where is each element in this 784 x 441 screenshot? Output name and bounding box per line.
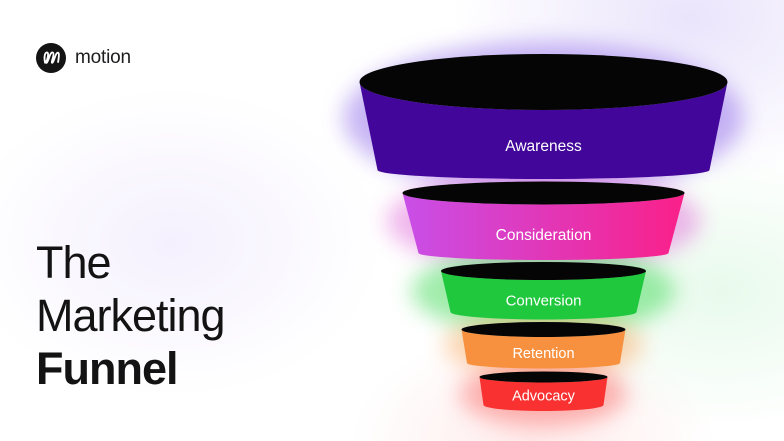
awareness-band: [359, 82, 728, 179]
conversion-label: Conversion: [506, 293, 582, 310]
funnel-stage-consideration: Consideration: [402, 181, 685, 261]
funnel-stage-conversion: Conversion: [441, 262, 646, 320]
advocacy-band: [479, 377, 608, 411]
retention-band: [461, 329, 626, 369]
funnel-stage-retention: Retention: [461, 322, 626, 369]
title-line-3: Funnel: [36, 343, 178, 394]
advocacy-opening: [479, 371, 608, 383]
brand-logo: motion: [36, 43, 131, 73]
page-title: The Marketing Funnel: [36, 236, 226, 395]
funnel-stage-awareness: Awareness: [359, 54, 728, 179]
funnel-stage-advocacy: Advocacy: [479, 371, 608, 411]
awareness-opening: [359, 54, 728, 110]
motion-logo-icon: [36, 43, 66, 73]
awareness-label: Awareness: [505, 138, 582, 155]
consideration-label: Consideration: [496, 227, 592, 244]
consideration-band: [402, 193, 685, 261]
retention-opening: [461, 322, 626, 337]
conversion-opening: [441, 262, 646, 280]
motion-m-glyph: [43, 51, 60, 64]
brand-wordmark: motion: [75, 47, 131, 68]
title-line-1: The: [36, 237, 112, 288]
advocacy-label: Advocacy: [512, 389, 576, 405]
conversion-band: [441, 271, 646, 320]
retention-label: Retention: [512, 346, 574, 362]
title-line-2: Marketing: [36, 290, 226, 341]
consideration-opening: [402, 181, 685, 205]
